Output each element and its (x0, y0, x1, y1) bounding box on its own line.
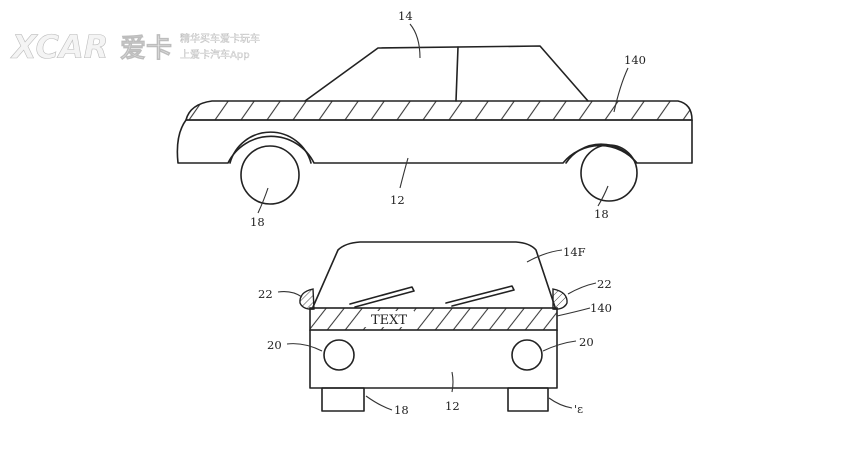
front-wheel-left (321, 387, 365, 412)
front-side-light-right (552, 288, 568, 310)
label-front-wheel-18: 18 (250, 215, 265, 229)
front-view: TEXT 14F 22 22 140 20 20 12 18 'ε (258, 241, 612, 417)
front-wiper-left (349, 286, 415, 308)
side-b-pillar (455, 46, 459, 102)
side-view: 14 140 12 18 18 (176, 9, 693, 229)
label-headlamp-left-20: 20 (267, 338, 282, 352)
label-strip-140-side: 140 (624, 53, 646, 67)
side-rear-wheel (565, 143, 638, 202)
side-strip-140 (184, 100, 693, 121)
leader-12-side (399, 157, 409, 189)
leader-14 (409, 23, 421, 59)
front-wheel-right (507, 387, 549, 412)
label-body-12-side: 12 (390, 193, 405, 207)
front-windshield (312, 241, 556, 308)
watermark-line2: 上爱卡汽车App (180, 48, 250, 61)
front-headlamp-right (511, 339, 543, 371)
leader-22-right (567, 282, 597, 295)
label-wheel-left-18: 18 (394, 403, 409, 417)
leader-22-left (277, 291, 303, 298)
label-side-light-left-22: 22 (258, 287, 273, 301)
leader-18-rear (597, 185, 609, 207)
front-wiper-right (445, 285, 515, 307)
label-strip-140-front: 140 (590, 301, 612, 315)
label-wheel-right: 'ε (574, 402, 583, 416)
watermark-brand: 爱卡 (120, 34, 172, 64)
front-headlamp-left (323, 339, 355, 371)
side-front-wheel (229, 131, 312, 205)
front-lower-body (309, 329, 558, 389)
label-roof-14: 14 (398, 9, 413, 23)
leader-20-left (286, 343, 323, 352)
watermark-line1: 精华买车爱卡玩车 (180, 32, 260, 45)
leader-14F (526, 249, 563, 263)
leader-3-front-view (548, 397, 573, 409)
front-strip-text-bg (364, 311, 414, 327)
leader-20-right (542, 340, 577, 352)
leader-12-front (451, 371, 454, 393)
leader-140-side (613, 67, 629, 113)
label-body-12-front: 12 (445, 399, 460, 413)
watermark-logo: XCAR (10, 28, 108, 66)
side-lower-body (176, 119, 693, 164)
leader-18-front-view (365, 395, 393, 411)
label-rear-wheel-18: 18 (594, 207, 609, 221)
leader-140-front (556, 307, 591, 317)
side-roof-outline (304, 45, 589, 102)
leader-18-front (257, 187, 269, 214)
front-side-light-left (299, 288, 315, 310)
front-strip-140 (309, 307, 558, 331)
label-headlamp-right-20: 20 (579, 335, 594, 349)
label-windshield-14F: 14F (563, 245, 586, 259)
label-side-light-right-22: 22 (597, 277, 612, 291)
front-strip-text: TEXT (371, 313, 407, 328)
watermark: XCAR 爱卡 精华买车爱卡玩车 上爱卡汽车App (10, 28, 260, 67)
